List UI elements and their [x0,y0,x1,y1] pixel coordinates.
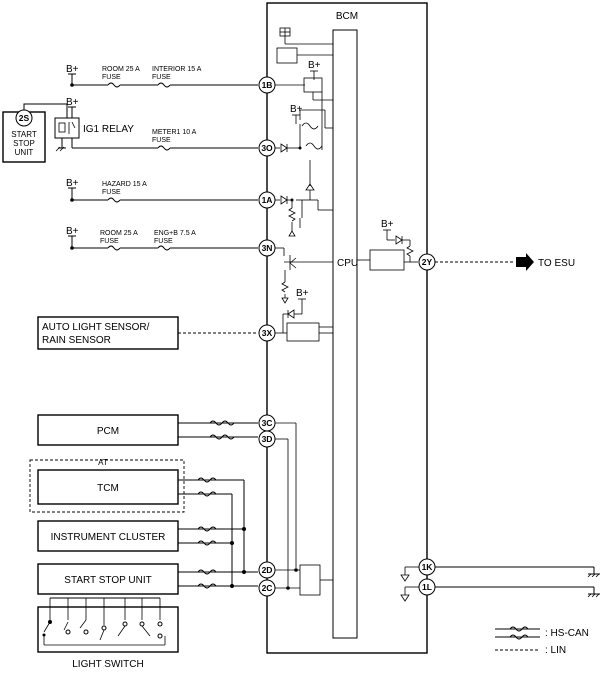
fuse-interior-label: INTERIOR 15 A [152,66,202,73]
pcm-label: PCM [97,426,119,437]
bcm-internal-circuitry: B+ B+ [275,27,418,342]
instrument-cluster-label: INSTRUMENT CLUSTER [51,532,166,543]
fuse-hazard [107,197,121,203]
at-group-outline [29,459,185,513]
circuit-3n: B+ ROOM 25 A FUSE ENG+B 7.5 A FUSE 3N [66,226,276,257]
auto-light-line1: AUTO LIGHT SENSOR/ [42,322,150,333]
ig1-relay-label: IG1 RELAY [83,124,134,135]
pin-1l-label: 1L [422,582,432,592]
cpu-block [332,29,358,639]
start-stop-unit-small: 2S START STOP UNIT [2,103,68,163]
start-stop-small-line2: STOP [13,139,35,148]
fuse-meter1-label: METER1 10 A [152,129,197,136]
fuse-room-1-label: ROOM 25 A [102,66,140,73]
auto-light-line2: RAIN SENSOR [42,335,111,346]
legend-hs-can: : HS-CAN [545,628,589,639]
bplus-label-1b: B+ [66,64,79,75]
bplus-label-bcm-3: B+ [296,288,309,299]
bplus-label-1a: B+ [66,178,79,189]
fuse-hazard-fuse: FUSE [102,189,121,196]
circuit-1k-1l: 1K 1L [400,558,600,602]
pin-3o-label: 3O [261,143,273,153]
fuse-room-2-fuse: FUSE [100,238,119,245]
fuse-room-2-label: ROOM 25 A [100,230,138,237]
bcm-title: BCM [336,11,358,22]
circuit-2y: 2Y TO ESU [418,253,575,271]
start-stop-unit-box [37,563,179,595]
fuse-meter1 [157,145,171,151]
bplus-label-bcm-1: B+ [308,60,321,71]
bplus-label-bcm-4: B+ [381,219,394,230]
pin-2c-label: 2C [262,583,273,593]
at-group-label: AT [98,458,108,467]
auto-light-sensor-box [37,316,179,350]
cpu-label: CPU [337,258,358,269]
pin-3c-label: 3C [262,418,273,428]
fuse-room-2 [107,245,121,251]
fuse-eng-b-fuse: FUSE [154,238,173,245]
fuse-interior-fuse: FUSE [152,74,171,81]
fuse-eng-b [157,245,171,251]
start-stop-small-line3: UNIT [15,148,34,157]
circuit-1a: B+ HAZARD 15 A FUSE 1A [66,178,276,209]
bplus-label-3n: B+ [66,226,79,237]
light-switch: LIGHT SWITCH [37,597,179,670]
fuse-hazard-label: HAZARD 15 A [102,181,147,188]
circuit-3x: AUTO LIGHT SENSOR/ RAIN SENSOR 3X [37,316,276,350]
ig1-relay-box [54,117,80,139]
pin-3x-label: 3X [262,328,273,338]
bplus-label-bcm-2: B+ [290,104,303,115]
instrument-cluster-box [37,520,179,552]
pin-2d-label: 2D [262,565,273,575]
pin-3n-label: 3N [262,243,273,253]
fuse-room-1-fuse: FUSE [102,74,121,81]
tcm-label: TCM [97,483,119,494]
can-network: PCM 3C 3D AT TCM INSTRUMENT CLUSTER STAR… [29,414,333,597]
fuse-eng-b-label: ENG+B 7.5 A [154,230,196,237]
tcm-box [37,469,179,505]
pcm-box [37,414,179,446]
bplus-label-relay: B+ [66,97,79,108]
pin-1a-label: 1A [262,195,273,205]
pin-3d-label: 3D [262,434,273,444]
pin-2s-label: 2S [19,113,30,123]
pin-1k-label: 1K [422,562,434,572]
fuse-meter1-fuse: FUSE [152,137,171,144]
light-switch-box [37,606,179,653]
arrow-right-icon [516,253,534,271]
start-stop-unit-label: START STOP UNIT [64,575,151,586]
pin-1b-label: 1B [262,80,273,90]
legend-lin: : LIN [545,645,566,656]
fuse-interior [157,82,171,88]
legend: : HS-CAN : LIN [495,626,589,656]
fuse-room-1 [107,82,121,88]
light-switch-label: LIGHT SWITCH [72,659,143,670]
lin-transceiver-3x [286,322,320,342]
pin-2y-label: 2Y [422,257,433,267]
to-esu-label: TO ESU [538,258,575,269]
circuit-1b: B+ ROOM 25 A FUSE INTERIOR 15 A FUSE 1B [66,64,276,94]
circuit-3o: B+ IG1 RELAY METER1 10 A FUSE 3O [54,97,276,157]
start-stop-small-line1: START [11,130,37,139]
